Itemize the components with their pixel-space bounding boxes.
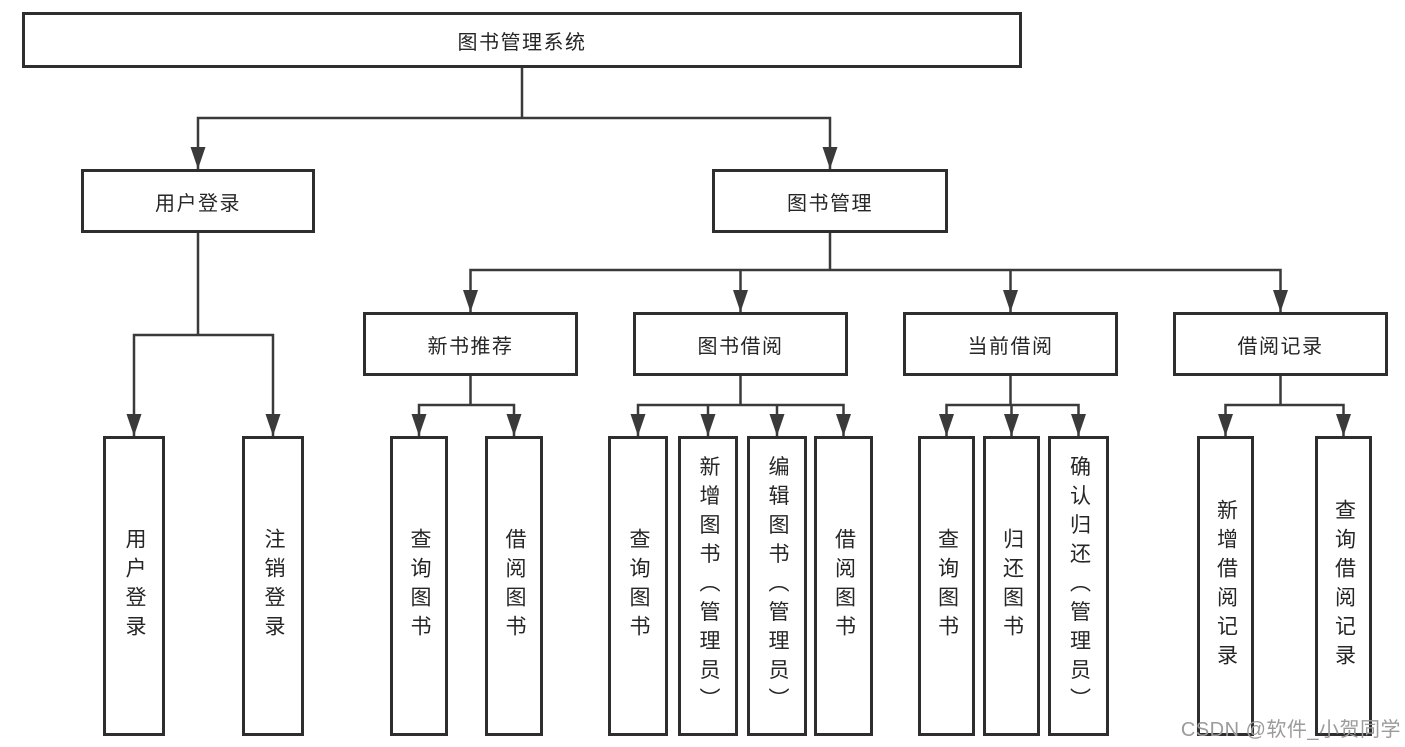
connector-records-to-leaves [1224,374,1345,438]
node-label: 当前借阅 [967,335,1054,358]
node-label: 查询图书 [627,528,651,644]
node-label: 查询借阅记录 [1332,499,1356,673]
node-label: 用户登录 [155,192,241,215]
node-label: 新增图书（管理员） [697,455,721,717]
node-borrowing-records: 借阅记录 [1173,312,1388,376]
leaf-confirm-return-admin: 确认归还（管理员） [1048,436,1109,736]
node-label: 图书借阅 [697,335,784,358]
leaf-edit-book-admin: 编辑图书（管理员） [747,436,807,736]
leaf-borrow-books-recommend: 借阅图书 [485,436,543,736]
connector-bookmgmt-to-level3 [469,231,1282,314]
leaf-add-borrow-record: 新增借阅记录 [1197,436,1254,736]
node-label: 借阅图书 [832,528,856,644]
node-label: 查询图书 [408,528,432,644]
node-current-borrowing: 当前借阅 [903,312,1118,376]
connector-root-to-level2 [196,66,832,171]
leaf-query-books-recommend: 查询图书 [390,436,448,736]
leaf-query-books-current: 查询图书 [918,436,975,736]
leaf-add-book-admin: 新增图书（管理员） [678,436,738,736]
node-new-book-recommend: 新书推荐 [363,312,578,376]
leaf-return-book: 归还图书 [983,436,1040,736]
node-label: 图书管理系统 [457,31,587,54]
node-book-borrowing: 图书借阅 [633,312,848,376]
leaf-query-borrow-record: 查询借阅记录 [1315,436,1372,736]
node-label: 借阅记录 [1237,335,1324,358]
watermark: CSDN @软件_小贺同学 [1180,719,1401,741]
leaf-borrow-books: 借阅图书 [814,436,873,736]
arrowheads [126,147,1351,436]
node-book-management: 图书管理 [712,169,948,233]
node-label: 图书管理 [787,192,873,215]
node-label: 注销登录 [262,528,286,644]
node-label: 确认归还（管理员） [1067,455,1091,717]
leaf-user-login: 用户登录 [103,436,165,736]
node-label: 新书推荐 [427,335,514,358]
node-label: 借阅图书 [503,528,527,644]
connector-bookborrow-to-leaves [636,374,845,438]
node-label: 编辑图书（管理员） [766,455,790,717]
leaf-query-books-borrow: 查询图书 [608,436,668,736]
node-user-login: 用户登录 [81,169,315,233]
connector-userlogin-to-leaves [132,231,275,438]
connector-newbook-to-leaves [417,374,516,438]
node-label: 用户登录 [123,528,147,644]
node-label: 归还图书 [1000,528,1024,644]
node-library-system: 图书管理系统 [22,12,1022,68]
node-label: 新增借阅记录 [1214,499,1238,673]
leaf-logout: 注销登录 [242,436,304,736]
node-label: 查询图书 [935,528,959,644]
